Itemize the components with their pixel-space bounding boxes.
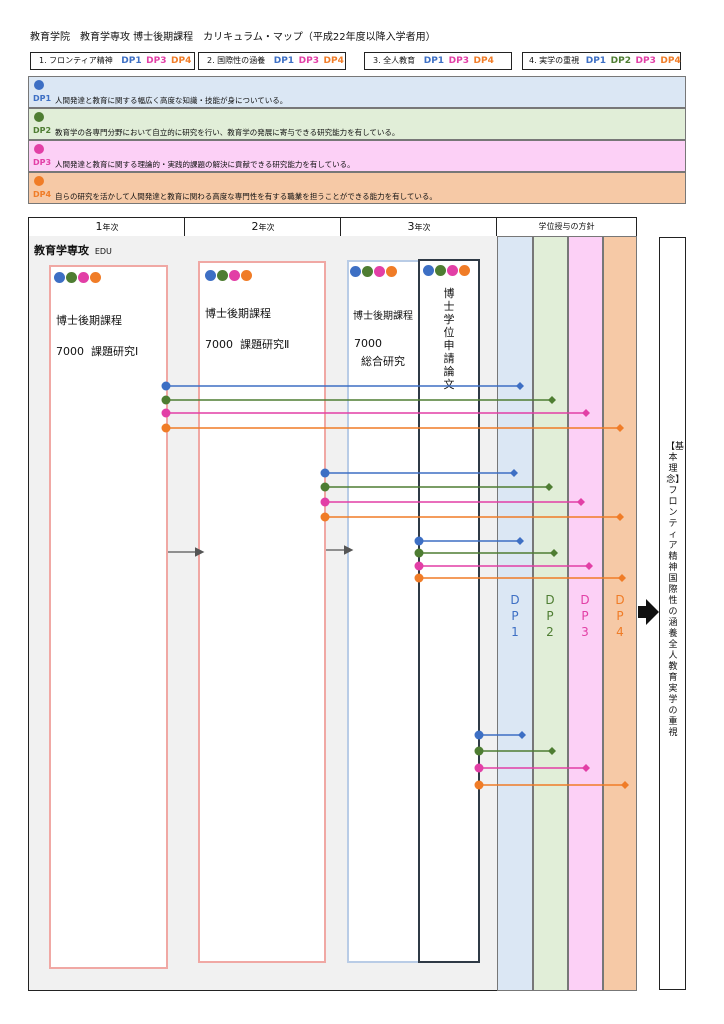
- dp1-column-label: DP1: [510, 593, 520, 639]
- principle-dp: DP3: [298, 56, 319, 66]
- principle-dp: DP1: [121, 56, 142, 66]
- dp1-column: [497, 236, 533, 991]
- principle-dp: DP4: [171, 56, 192, 66]
- principle-dp: DP4: [660, 56, 681, 66]
- principle-label: 2. 国際性の涵養: [207, 56, 266, 65]
- dp2-dot-icon: [34, 112, 44, 122]
- dp3-column-label: DP3: [580, 593, 590, 639]
- principle-dp: DP1: [273, 56, 295, 66]
- course2-connectors: [320, 468, 624, 522]
- course-program: 博士後期課程: [205, 307, 271, 320]
- principle-dp: DP3: [448, 56, 469, 66]
- dp-row-text: 人間発達と教育に関する幅広く高度な知識・技能が身についている。: [55, 96, 288, 105]
- year-num: 2: [251, 220, 259, 233]
- right-arrow-icon: [638, 599, 659, 625]
- course3-connectors: [414, 536, 626, 583]
- course-title: 7000 課題研究Ⅰ: [56, 343, 138, 359]
- course-code: 7000: [56, 345, 84, 358]
- dp4-dot-icon: [34, 176, 44, 186]
- thesis-connectors: [474, 730, 629, 790]
- course-name: 課題研究Ⅱ: [240, 338, 290, 351]
- principle-dp: DP4: [473, 56, 494, 66]
- course-dp-dots: [54, 272, 101, 283]
- course-program: 博士後期課程: [56, 314, 122, 327]
- principle-label: 1. フロンティア精神: [39, 56, 113, 65]
- principle-box-1: 1. フロンティア精神 DP1 DP3 DP4: [30, 52, 195, 70]
- course-dp-dots: [350, 266, 397, 277]
- course-dp-dots: [205, 270, 252, 281]
- principle-label: 4. 実学の重視: [529, 56, 580, 65]
- course-name: 総合研究: [361, 355, 405, 368]
- course1-connectors: [161, 381, 624, 433]
- dp-row-3: DP3 人間発達と教育に関する理論的・実践的課題の解決に貢献できる研究能力を有し…: [28, 140, 686, 172]
- thesis-label: 博士学位申請論文: [443, 287, 455, 391]
- year-unit: 年次: [102, 223, 119, 232]
- principle-dp: DP3: [146, 56, 167, 66]
- dp-row-4: DP4 自らの研究を活かして人間発達と教育に関わる高度な専門性を有する職業を担う…: [28, 172, 686, 204]
- year-unit: 年次: [258, 223, 275, 232]
- dp2-column: [533, 236, 568, 991]
- dp-row-text: 教育学の各専門分野において自立的に研究を行い、教育学の発展に寄与できる研究能力を…: [55, 128, 400, 137]
- principle-dp: DP3: [635, 56, 656, 66]
- thesis-box[interactable]: [418, 259, 480, 963]
- dp3-dot-icon: [34, 144, 44, 154]
- course-box-1[interactable]: [49, 265, 168, 969]
- year-unit: 年次: [414, 223, 431, 232]
- principle-label: 3. 全人教育: [373, 56, 416, 65]
- dp-row-text: 人間発達と教育に関する理論的・実践的課題の解決に貢献できる研究能力を有している。: [55, 160, 355, 169]
- principle-box-3: 3. 全人教育 DP1 DP3 DP4: [364, 52, 512, 70]
- dp3-column: [568, 236, 603, 991]
- dp4-column-label: DP4: [615, 593, 625, 639]
- dp4-column: [603, 236, 637, 991]
- dp-row-label: DP3: [33, 158, 52, 167]
- year-num: 1: [95, 220, 103, 233]
- course-name: 課題研究Ⅰ: [91, 345, 139, 358]
- dp-row-text: 自らの研究を活かして人間発達と教育に関わる高度な専門性を有する職業を担うことがで…: [55, 192, 437, 201]
- principle-box-4: 4. 実学の重視 DP1 DP2 DP3 DP4: [522, 52, 681, 70]
- dp-row-label: DP1: [33, 94, 52, 103]
- principle-dp: DP1: [585, 56, 607, 66]
- major-name: 教育学専攻: [34, 244, 89, 257]
- course-code: 7000: [205, 338, 233, 351]
- principle-dp: DP2: [610, 56, 631, 66]
- page-title: 教育学院 教育学専攻 博士後期課程 カリキュラム・マップ（平成22年度以降入学者…: [30, 32, 436, 43]
- course-box-2[interactable]: [198, 261, 326, 963]
- dp-row-1: DP1 人間発達と教育に関する幅広く高度な知識・技能が身についている。: [28, 76, 686, 108]
- course-title: 7000 課題研究Ⅱ: [205, 336, 289, 352]
- dp1-dot-icon: [34, 80, 44, 90]
- major-label: 教育学専攻 EDU: [34, 242, 112, 258]
- dp-row-label: DP4: [33, 190, 52, 199]
- year-num: 3: [407, 220, 415, 233]
- dp2-column-label: DP2: [545, 593, 555, 639]
- thesis-dp-dots: [423, 265, 470, 276]
- basic-philosophy-panel: [659, 237, 686, 990]
- course-code: 7000: [354, 337, 382, 350]
- dp-row-label: DP2: [33, 126, 52, 135]
- dp-row-2: DP2 教育学の各専門分野において自立的に研究を行い、教育学の発展に寄与できる研…: [28, 108, 686, 140]
- course-program: 博士後期課程: [353, 311, 413, 322]
- principle-dp: DP1: [423, 56, 445, 66]
- principle-dp: DP4: [323, 56, 344, 66]
- major-code: EDU: [94, 247, 112, 256]
- principle-box-2: 2. 国際性の涵養 DP1 DP3 DP4: [198, 52, 346, 70]
